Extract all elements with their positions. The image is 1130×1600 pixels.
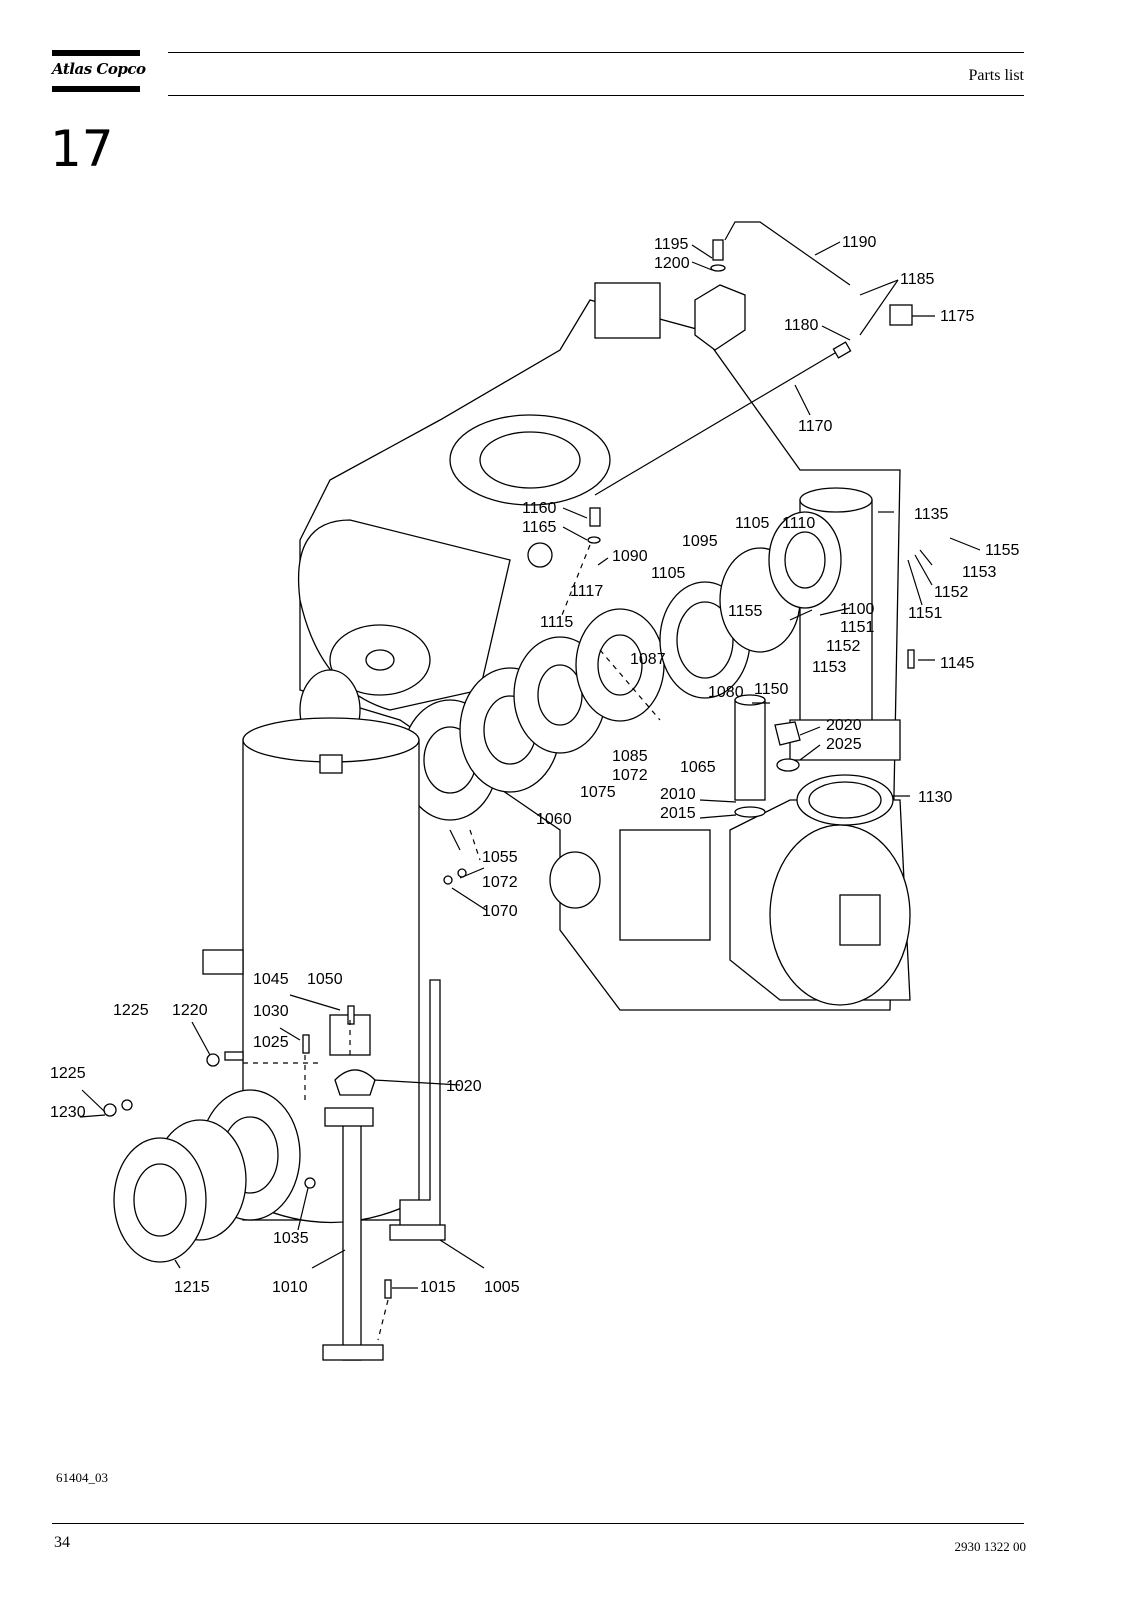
callout-1180: 1180 (784, 317, 819, 334)
document-number: 2930 1322 00 (954, 1539, 1027, 1554)
callout-1087: 1087 (630, 651, 666, 668)
callout-1060: 1060 (536, 811, 572, 828)
chapter-number: 17 (50, 120, 114, 178)
mount-1020 (334, 1069, 376, 1096)
logo-bar-top (52, 50, 140, 56)
callout-1050: 1050 (307, 971, 343, 988)
callout-1020: 1020 (446, 1078, 482, 1095)
receiver-vessel (202, 717, 446, 1361)
callout-2010: 2010 (660, 786, 696, 803)
logo-bar-bottom (52, 86, 140, 92)
callout-1225-top: 1225 (113, 1002, 149, 1019)
callout-2020: 2020 (826, 717, 862, 734)
callout-1155-right: 1155 (985, 542, 1020, 559)
plug-2020 (774, 721, 801, 746)
callout-1080: 1080 (708, 684, 744, 701)
page-number: 34 (54, 1534, 70, 1551)
callout-1151-right: 1151 (908, 605, 943, 622)
callout-2015: 2015 (660, 805, 696, 822)
callout-1115: 1115 (540, 614, 573, 631)
figure-id: 61404_03 (56, 1470, 108, 1485)
callout-1155-mid: 1155 (728, 603, 763, 620)
callout-1110: 1110 (782, 515, 815, 532)
callout-1055: 1055 (482, 849, 518, 866)
callout-1220: 1220 (172, 1002, 208, 1019)
leader-lines (79, 241, 981, 1289)
callout-1150: 1150 (754, 681, 789, 698)
callout-1170: 1170 (798, 418, 833, 435)
callout-1153-right: 1153 (962, 564, 997, 581)
callout-1152-mid: 1152 (826, 638, 861, 655)
callout-1010: 1010 (272, 1279, 308, 1296)
callout-1160: 1160 (522, 500, 557, 517)
callout-1117: 1117 (570, 583, 603, 600)
callout-1152-right: 1152 (934, 584, 969, 601)
fasteners (103, 649, 915, 1299)
header-rule-top (168, 52, 1024, 53)
callout-1151-mid: 1151 (840, 619, 875, 636)
callout-1145: 1145 (940, 655, 975, 672)
callout-1072-mid: 1072 (612, 767, 648, 784)
callout-1090: 1090 (612, 548, 648, 565)
callout-1035: 1035 (273, 1230, 309, 1247)
callout-1135: 1135 (914, 506, 949, 523)
callout-1072-bottom: 1072 (482, 874, 518, 891)
callout-1100: 1100 (840, 601, 875, 618)
callout-1230: 1230 (50, 1104, 86, 1121)
callout-1030: 1030 (253, 1003, 289, 1020)
callout-1095: 1095 (682, 533, 718, 550)
callout-1005: 1005 (484, 1279, 520, 1296)
callout-1165: 1165 (522, 519, 557, 536)
callout-1105-top: 1105 (735, 515, 770, 532)
footer-rule (52, 1523, 1024, 1524)
sensor-group (587, 221, 913, 544)
discharge-housing (549, 774, 911, 1006)
flexible-connector (113, 1089, 301, 1263)
callout-1015: 1015 (420, 1279, 456, 1296)
callout-1105-mid: 1105 (651, 565, 686, 582)
logo-text: Atlas Copco (52, 60, 146, 78)
callout-1153-mid: 1153 (812, 659, 847, 676)
callout-1185: 1185 (900, 271, 935, 288)
leg-1010 (342, 1119, 362, 1361)
callout-1075: 1075 (580, 784, 616, 801)
callout-2025: 2025 (826, 736, 862, 753)
cover-1060 (549, 851, 601, 909)
callout-1065: 1065 (680, 759, 716, 776)
callout-1175: 1175 (940, 308, 975, 325)
atlas-copco-logo: Atlas Copco (52, 50, 146, 92)
callout-1130: 1130 (918, 789, 953, 806)
callout-1085: 1085 (612, 748, 648, 765)
top-block (594, 282, 661, 339)
callout-1215: 1215 (174, 1279, 210, 1296)
callout-1025: 1025 (253, 1034, 289, 1051)
callout-1190: 1190 (842, 234, 877, 251)
callout-labels: 1195 1200 1190 1185 1175 1180 1170 1160 … (50, 234, 1020, 1296)
callout-1045: 1045 (253, 971, 289, 988)
callout-1070: 1070 (482, 903, 518, 920)
callout-1195: 1195 (654, 236, 689, 253)
header-rule-bottom (168, 95, 1024, 96)
assembly-guides (243, 544, 661, 1341)
callout-1225-left: 1225 (50, 1065, 86, 1082)
section-title: Parts list (968, 67, 1024, 84)
flange-stack (401, 511, 842, 821)
callout-1200: 1200 (654, 255, 690, 272)
